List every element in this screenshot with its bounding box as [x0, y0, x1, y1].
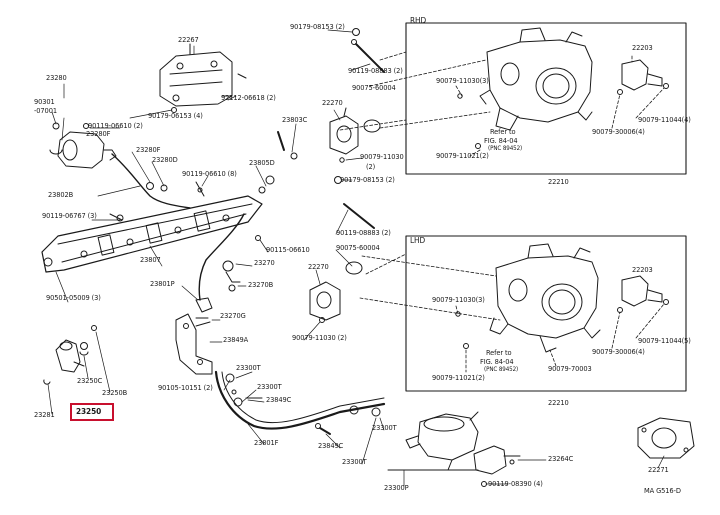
part-label[interactable]: 23280F	[86, 129, 111, 138]
part-label[interactable]: 90079-30006(4)	[592, 127, 645, 136]
part-label[interactable]: 23281	[34, 410, 55, 419]
part-label[interactable]: 23849A	[223, 335, 249, 344]
rhd-box-frame	[405, 22, 687, 175]
part-label[interactable]: 90119-08390 (4)	[488, 479, 543, 488]
part-label[interactable]: 90079-30006(4)	[592, 347, 645, 356]
part-label[interactable]: 23805D	[249, 158, 275, 167]
part-label[interactable]: 23801P	[150, 279, 175, 288]
pressure-regulator	[49, 122, 117, 169]
rhd-box-title: RHD	[410, 15, 427, 25]
part-label[interactable]: 23300T	[236, 363, 261, 372]
lhd-refer-fig[interactable]: FIG. 84-04	[480, 357, 514, 366]
lhd-refer-pnc: (PNC 89452)	[484, 366, 519, 373]
part-label[interactable]: 23270	[254, 258, 275, 267]
part-label[interactable]: MA G516-D	[644, 486, 681, 495]
rhd-refer-pnc: (PNC 89452)	[488, 145, 523, 152]
part-label[interactable]: 22267	[178, 35, 199, 44]
part-label[interactable]: 90079-11021(2)	[432, 373, 485, 382]
part-label[interactable]: 23849C	[318, 441, 344, 450]
part-label[interactable]: 90079-11021(2)	[436, 151, 489, 160]
part-label[interactable]: 23802B	[48, 190, 74, 199]
part-label[interactable]: 23280	[46, 73, 67, 82]
part-label[interactable]: 90079-11030 (2)	[292, 333, 347, 342]
part-label[interactable]: 90119-06767 (3)	[42, 211, 97, 220]
part-label[interactable]: 90079-11030(3)	[432, 295, 485, 304]
part-label[interactable]: 23280F	[136, 145, 161, 154]
fuel-return-tube	[198, 213, 245, 301]
part-label[interactable]: -07001	[34, 106, 57, 115]
part-label[interactable]: 22271	[648, 465, 669, 474]
part-label[interactable]: 23300T	[257, 382, 282, 391]
part-label[interactable]: 23300P	[384, 483, 409, 492]
highlighted-part-box[interactable]	[70, 403, 114, 421]
part-label[interactable]: 22210	[548, 177, 569, 186]
part-label[interactable]: 23280D	[152, 155, 178, 164]
part-label[interactable]: 90105-10151 (2)	[158, 383, 213, 392]
adapter-22270-upper	[329, 107, 359, 163]
part-label[interactable]: 23250B	[102, 388, 128, 397]
fuel-injector	[43, 325, 97, 385]
part-label[interactable]: 22270	[308, 262, 329, 271]
part-label[interactable]: 23849C	[266, 395, 292, 404]
part-label[interactable]: 23250C	[77, 376, 103, 385]
rhd-box	[405, 22, 687, 175]
part-label[interactable]: 23270B	[248, 280, 274, 289]
part-label[interactable]: 90119-08883 (2)	[348, 66, 403, 75]
highlighted-part-label[interactable]: 23250	[76, 406, 102, 416]
part-label[interactable]: 23300T	[372, 423, 397, 432]
part-label[interactable]: 90119-06610 (8)	[182, 169, 237, 178]
part-label[interactable]: 90119-08883 (2)	[336, 228, 391, 237]
fuel-delivery-pipe	[41, 195, 263, 273]
part-label[interactable]: 22203	[632, 265, 653, 274]
part-label[interactable]: 90079-11044(5)	[638, 336, 691, 345]
part-label[interactable]: 90179-06153 (4)	[148, 111, 203, 120]
part-label[interactable]: 90079-11044(4)	[638, 115, 691, 124]
vacuum-hose	[111, 153, 191, 209]
bolt-group-top	[351, 28, 385, 133]
part-label[interactable]: 22270	[322, 98, 343, 107]
part-label[interactable]: 90501-05009 (3)	[46, 293, 101, 302]
part-label[interactable]: 90119-06610 (2)	[88, 121, 143, 130]
part-label[interactable]: 90179-08153 (2)	[340, 175, 395, 184]
lhd-throttle-body	[495, 255, 599, 339]
lhd-box-frame	[405, 235, 687, 392]
fuel-pipe-support	[175, 313, 213, 375]
part-label[interactable]: 90079-11030	[360, 152, 404, 161]
adapter-22270-lower	[309, 281, 341, 323]
rhd-throttle-body	[486, 39, 593, 123]
part-label[interactable]: 23807	[140, 255, 161, 264]
fuel-filter	[405, 411, 479, 471]
part-label[interactable]: 92112-06618 (2)	[221, 93, 276, 102]
part-label[interactable]: 90301	[34, 97, 55, 106]
lhd-sensor	[621, 275, 649, 307]
part-label[interactable]: 23803C	[282, 115, 308, 124]
part-label[interactable]: 90075-60004	[336, 243, 380, 252]
lhd-box-title: LHD	[410, 235, 426, 245]
rhd-sensor	[621, 59, 649, 91]
part-label[interactable]: 23270G	[220, 311, 246, 320]
part-label[interactable]: 23264C	[548, 454, 574, 463]
part-label[interactable]: 90079-70003	[548, 364, 592, 373]
part-label[interactable]: 23300T	[342, 457, 367, 466]
part-label[interactable]: 22203	[632, 43, 653, 52]
part-label[interactable]: 90075-60004	[352, 83, 396, 92]
part-label[interactable]: 23801F	[254, 438, 279, 447]
rhd-refer-text[interactable]: Refer to	[490, 127, 516, 136]
fuel-inlet-hose	[214, 370, 386, 430]
lhd-box	[405, 235, 687, 392]
gasket-22271	[637, 417, 695, 459]
part-label[interactable]: 90179-08153 (2)	[290, 22, 345, 31]
part-label[interactable]: 90115-06610	[266, 245, 310, 254]
part-label[interactable]: 22210	[548, 398, 569, 407]
part-label[interactable]: 90079-11030(3)	[436, 76, 489, 85]
lhd-refer-text[interactable]: Refer to	[486, 348, 512, 357]
part-label[interactable]: (2)	[366, 162, 376, 171]
rhd-refer-fig[interactable]: FIG. 84-04	[484, 136, 518, 145]
